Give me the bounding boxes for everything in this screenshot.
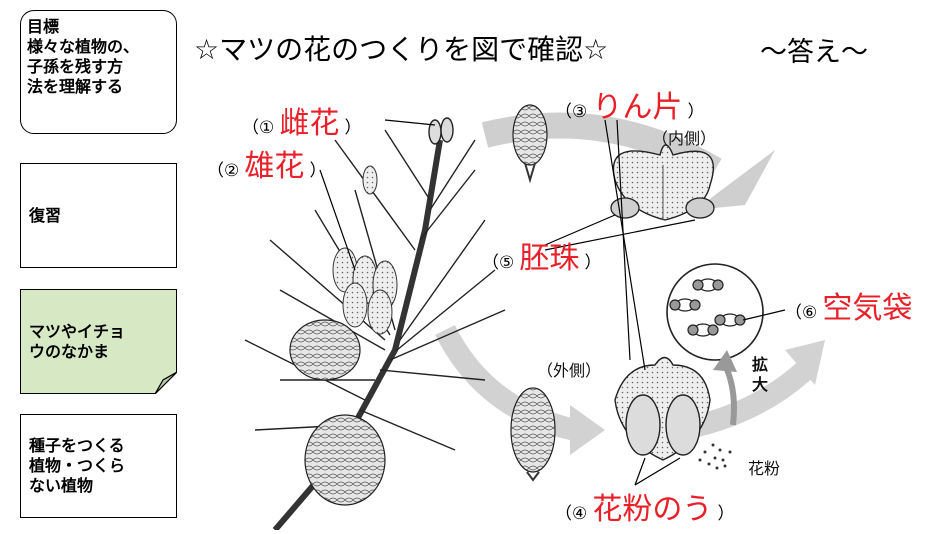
label-5-answer: 胚珠: [519, 241, 580, 276]
goal-text: 目標 様々な植物の、 子孫を残す方 法を理解する: [27, 17, 140, 96]
pollen-dust: [698, 443, 732, 470]
enlarge-label: 拡 大: [752, 355, 769, 394]
label-1-close: ）: [344, 118, 362, 138]
label-2-num: （②: [207, 161, 240, 181]
page-title: ☆マツの花のつくりを図で確認☆: [194, 33, 609, 66]
seed-plants-box[interactable]: 種子をつくる 植物・つくら ない植物: [20, 414, 177, 518]
label-3-close: ）: [687, 102, 705, 122]
pine-group-text: マツやイチョ ウのなかま: [29, 321, 126, 361]
review-text: 復習: [29, 205, 62, 225]
enlarge-arrow: [713, 350, 737, 426]
label-5: （⑤ 胚珠 ）: [482, 233, 601, 277]
goal-box: 目標 様々な植物の、 子孫を残す方 法を理解する: [20, 10, 177, 134]
label-4-num: （④: [555, 504, 588, 524]
leader-lines: [319, 119, 786, 486]
inside-label: （内側）: [652, 129, 717, 148]
label-1: （① 雌花 ）: [242, 98, 361, 142]
label-3: （③ りん片 ）: [555, 82, 704, 126]
cone-top: [512, 104, 548, 184]
label-2: （② 雄花 ）: [207, 141, 326, 185]
label-6: （⑥ 空気袋: [785, 283, 912, 327]
label-1-num: （①: [242, 118, 275, 138]
outside-label: （外側）: [537, 361, 602, 380]
pollen-label: 花粉: [748, 459, 781, 478]
cone-bottom: [510, 387, 556, 482]
label-5-close: ）: [584, 253, 602, 273]
pollen-magnified: [666, 263, 764, 361]
label-6-num: （⑥: [785, 303, 818, 323]
scale-inner: [610, 144, 715, 221]
label-6-answer: 空気袋: [822, 291, 913, 326]
pine-flower-diagram: [244, 104, 825, 530]
label-2-close: ）: [309, 161, 327, 181]
label-4: （④ 花粉のう ）: [555, 484, 734, 528]
page-fold-icon: [155, 372, 177, 394]
scale-outer: [614, 356, 711, 461]
label-4-answer: 花粉のう: [592, 492, 713, 527]
seed-plants-text: 種子をつくる 植物・つくら ない植物: [29, 436, 126, 495]
label-3-answer: りん片: [592, 90, 683, 125]
label-1-answer: 雌花: [279, 106, 340, 141]
review-box[interactable]: 復習: [20, 163, 177, 268]
label-3-num: （③: [555, 102, 588, 122]
label-2-answer: 雄花: [244, 149, 305, 184]
page-subtitle: 〜答え〜: [760, 37, 868, 68]
label-5-num: （⑤: [482, 253, 515, 273]
label-4-close: ）: [717, 504, 735, 524]
pine-group-box[interactable]: マツやイチョ ウのなかま: [20, 289, 177, 394]
